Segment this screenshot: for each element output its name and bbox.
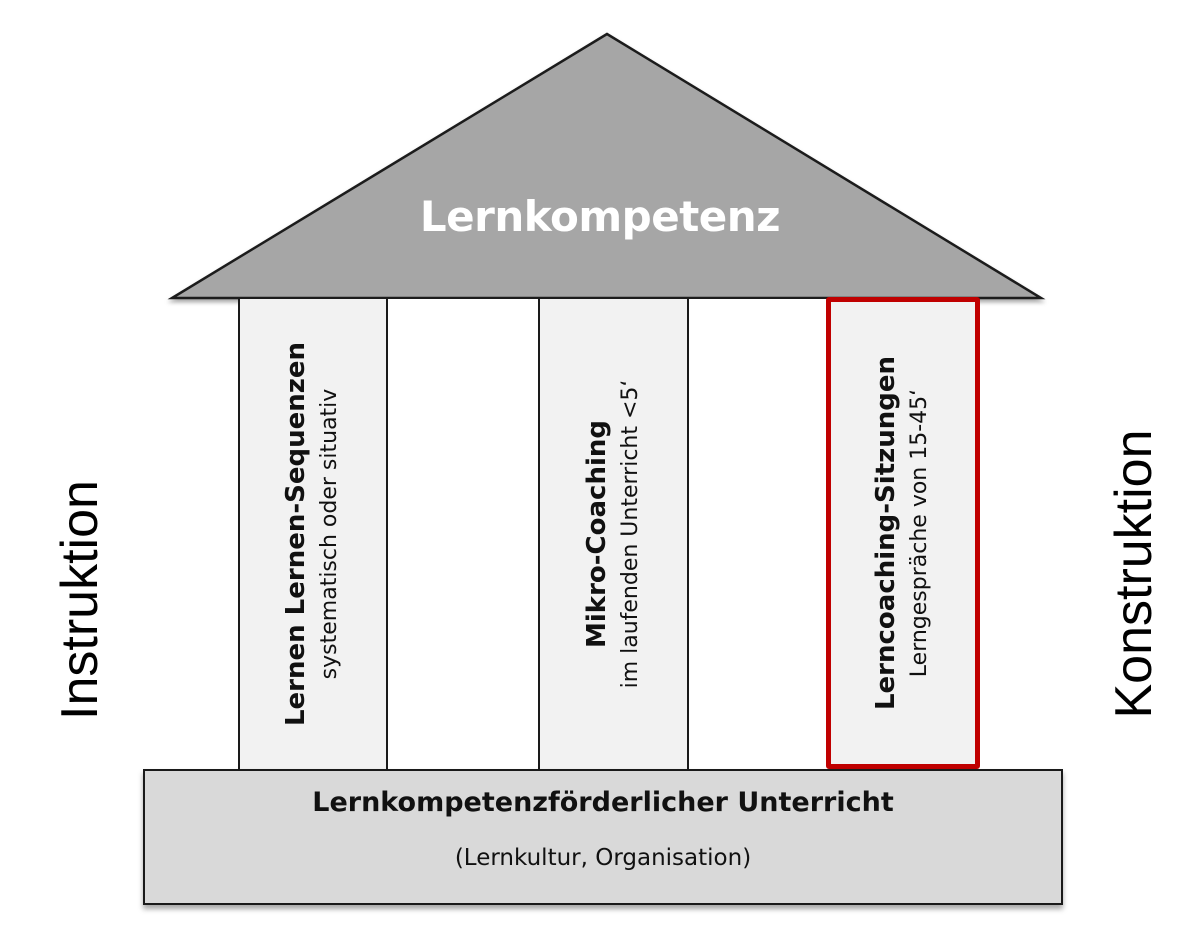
side-label-right: Konstruktion (1105, 429, 1163, 719)
base-title: Lernkompetenzförderlicher Unterricht (312, 787, 894, 818)
side-label-left: Instruktion (51, 480, 109, 720)
pillar-subtitle: im laufenden Unterricht <5‘ (617, 379, 643, 689)
base-subtitle: (Lernkultur, Organisation) (454, 845, 752, 871)
pillar-title: Lernen Lernen-Sequenzen (281, 341, 311, 727)
pillar-title: Lerncoaching-Sitzungen (871, 355, 901, 711)
pillar-subtitle: Lerngespräche von 15-45‘ (907, 388, 932, 678)
pillar-gap (388, 299, 540, 769)
pillar-title: Mikro-Coaching (581, 420, 612, 648)
roof-title: Lernkompetenz (419, 192, 781, 241)
foundation-base: Lernkompetenzförderlicher Unterricht (Le… (143, 769, 1063, 905)
pillar-mikro-coaching: Mikro-Coaching im laufenden Unterricht <… (538, 299, 689, 769)
pillar-lernen-lernen: Lernen Lernen-Sequenzen systematisch ode… (238, 299, 388, 769)
pillar-gap (689, 299, 829, 769)
pillar-subtitle: systematisch oder situativ (317, 388, 342, 680)
pillar-lerncoaching-sitzungen: Lerncoaching-Sitzungen Lerngespräche von… (826, 297, 980, 769)
